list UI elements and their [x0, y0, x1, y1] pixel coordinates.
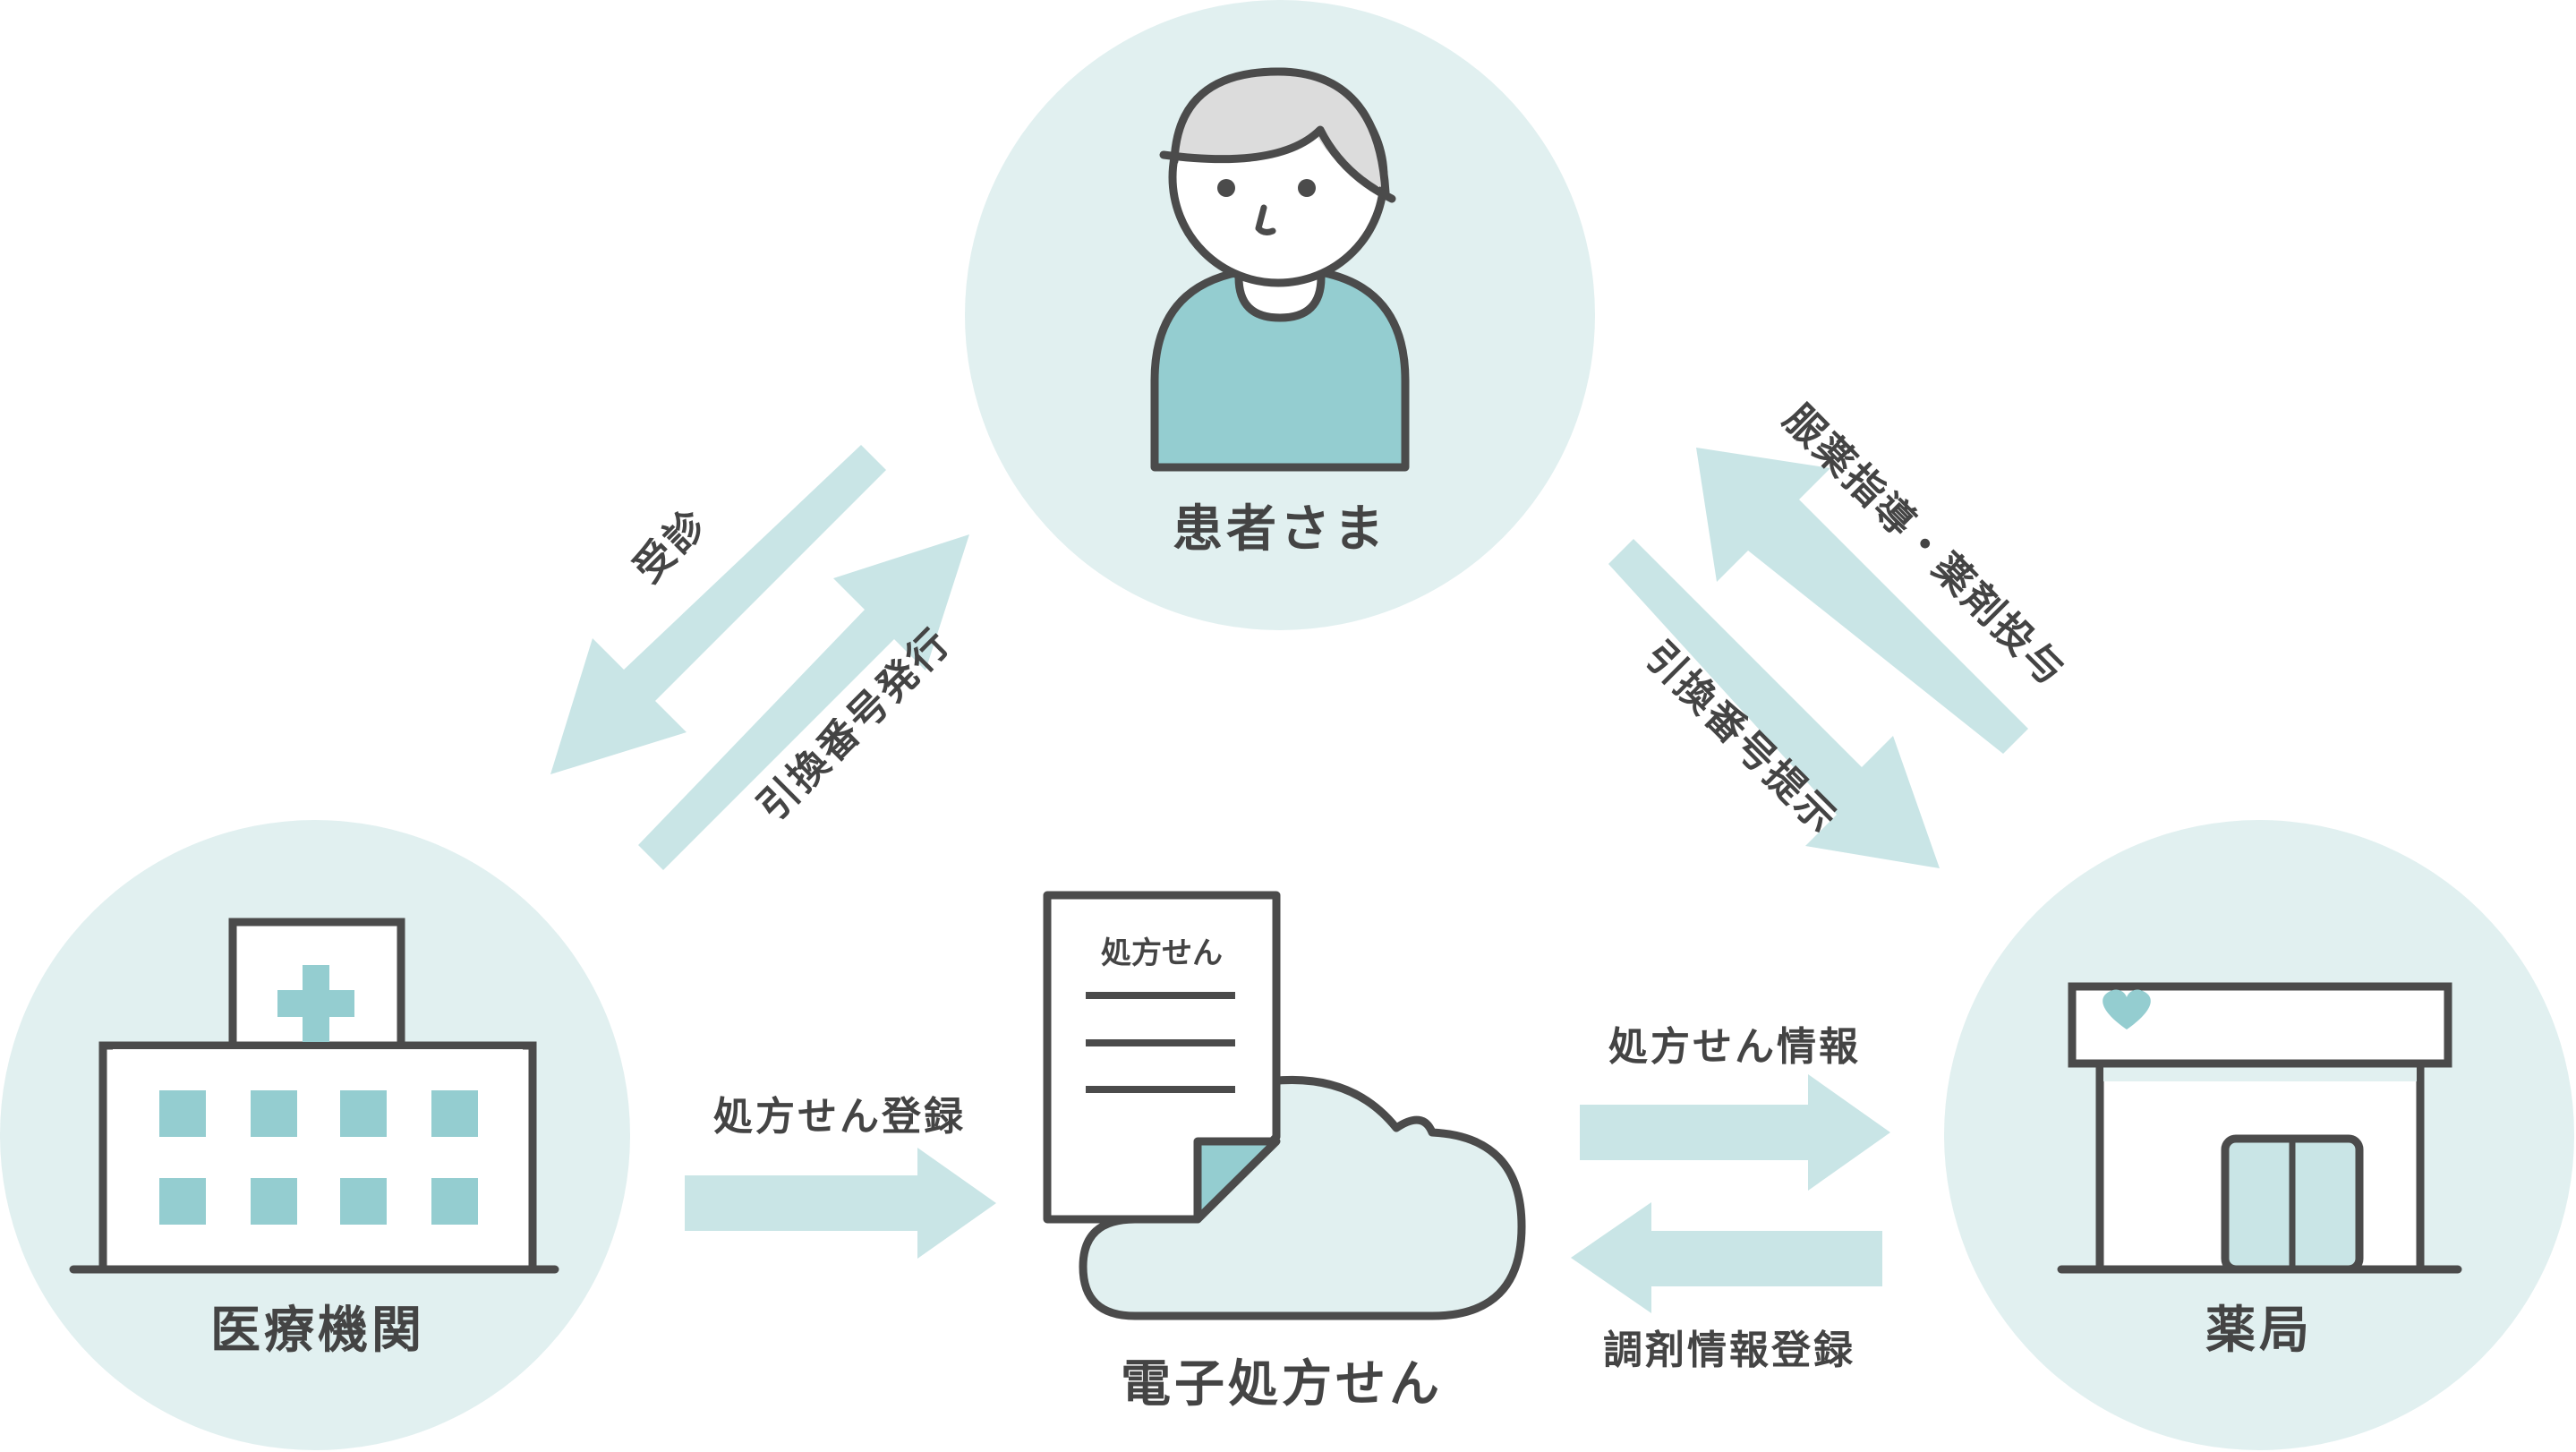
document-title: 処方せん: [1101, 935, 1223, 971]
arrow-register: [685, 1148, 996, 1259]
hospital-icon: [69, 918, 559, 1274]
arrow-dispensing-register-label: 調剤情報登録: [1603, 1328, 1855, 1373]
prescription-document-icon: [1043, 891, 1281, 1224]
arrow-prescription-info: [1580, 1074, 1890, 1191]
patient-icon: [1150, 67, 1410, 472]
arrow-present-number: [1608, 539, 1940, 868]
arrow-consultation-label: 受診: [625, 500, 717, 592]
arrow-issue-number: [638, 534, 969, 870]
pharmacy-icon: [2057, 982, 2462, 1274]
patient-label: 患者さま: [1173, 500, 1387, 559]
heart-icon: [2103, 989, 2151, 1029]
e-prescription-label: 電子処方せん: [1121, 1355, 1443, 1414]
arrow-prescription-info-label: 処方せん情報: [1608, 1024, 1861, 1070]
arrow-consultation: [550, 445, 886, 774]
pharmacy-label: 薬局: [2205, 1302, 2313, 1360]
arrow-guidance: [1696, 448, 2028, 754]
arrow-dispensing-register: [1571, 1202, 1882, 1313]
arrow-register-label: 処方せん登録: [713, 1094, 966, 1140]
medical-institution-label: 医療機関: [210, 1302, 425, 1360]
